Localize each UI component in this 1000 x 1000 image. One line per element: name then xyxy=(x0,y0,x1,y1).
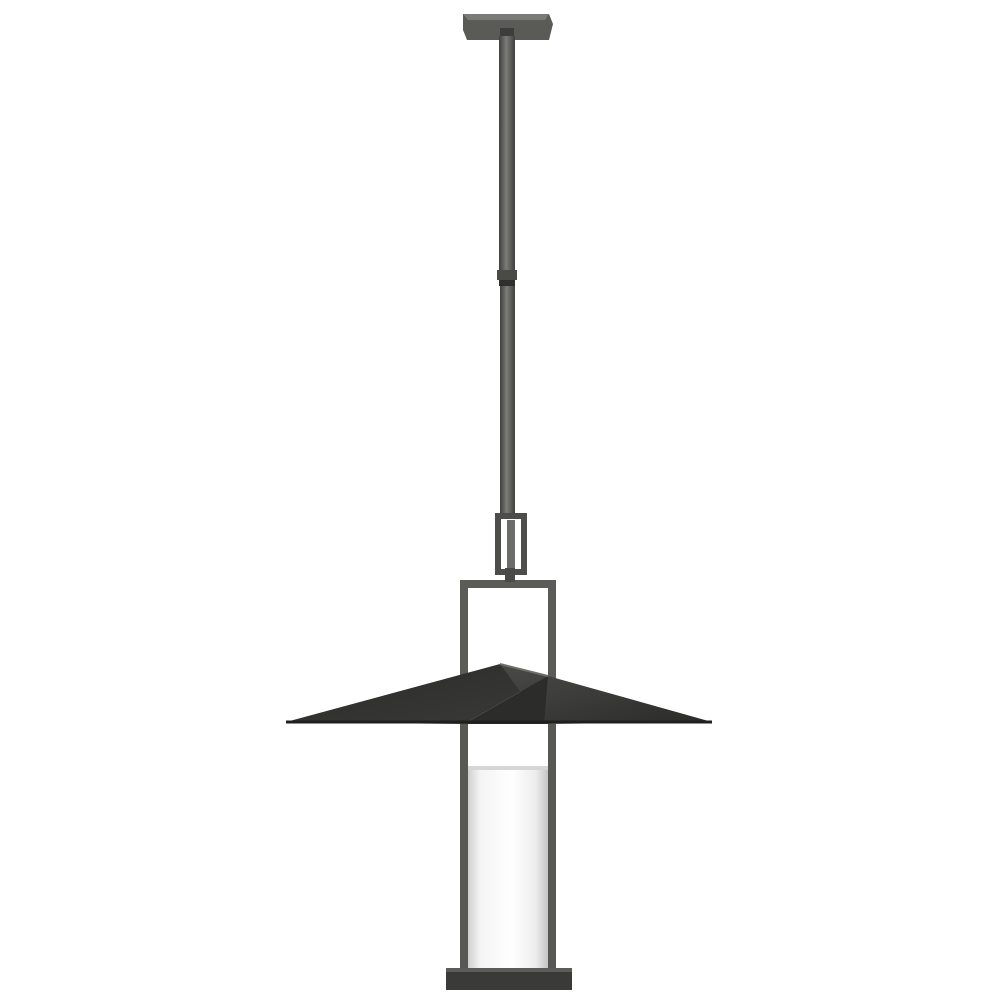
upper-rod xyxy=(499,36,515,272)
link-connector xyxy=(495,513,527,575)
lantern-posts xyxy=(460,724,556,970)
rod-coupling xyxy=(497,270,517,286)
lantern-base xyxy=(446,968,572,990)
lower-rod xyxy=(500,286,515,518)
ceiling-canopy xyxy=(463,14,553,40)
lantern-frame xyxy=(460,568,556,680)
glass-cylinder xyxy=(468,766,548,972)
lantern-shade xyxy=(286,663,712,724)
